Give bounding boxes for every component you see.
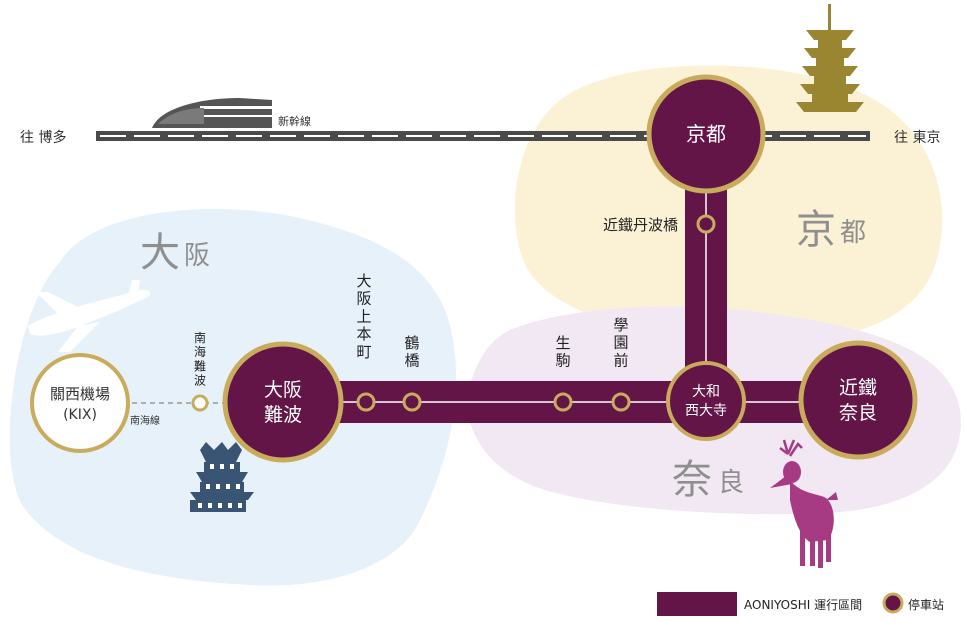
stop-label-kintetsu-tambabashi: 近鐵丹波橋: [603, 216, 678, 234]
station-label-kintetsu-nara-2: 奈良: [839, 402, 877, 424]
station-label-kintetsu-nara-1: 近鐵: [839, 377, 877, 399]
station-label-osaka-namba-1: 大阪: [264, 379, 302, 401]
station-label-yamato-saidaiji-2: 西大寺: [685, 403, 727, 419]
station-label-kyoto: 京都: [686, 122, 726, 146]
airplane-icon: [28, 280, 151, 352]
station-kintetsu-nara[interactable]: 近鐵 奈良: [798, 340, 918, 460]
station-kyoto[interactable]: 京都: [646, 74, 766, 194]
stop-ikoma[interactable]: [553, 392, 573, 412]
region-label-nara-small: 良: [718, 468, 744, 498]
shinkansen-west-label: 往 博多: [20, 129, 66, 146]
region-label-osaka-big: 大: [140, 230, 180, 276]
nankai-line-label: 南海線: [130, 414, 160, 427]
station-label-osaka-namba-2: 難波: [264, 404, 302, 426]
deer-icon: [770, 439, 838, 568]
stop-gakuemmae[interactable]: [611, 392, 631, 412]
station-yamato-saidaiji[interactable]: 大和 西大寺: [666, 361, 746, 441]
legend-route-label: AONIYOSHI 運行區間: [744, 598, 862, 612]
stop-label-tsuruhashi: 鶴橋: [404, 334, 419, 370]
legend-stop-swatch: [882, 592, 904, 614]
shinkansen-train-icon: [152, 98, 272, 128]
region-label-kyoto-big: 京: [796, 207, 836, 253]
shinkansen-east-label: 往 東京: [894, 130, 940, 146]
stop-label-ikoma: 生駒: [555, 334, 570, 370]
stop-tsuruhashi[interactable]: [402, 392, 422, 412]
airport-name: 關西機場: [50, 385, 110, 403]
airport-node[interactable]: 關西機場 (KIX): [30, 353, 130, 453]
station-osaka-namba[interactable]: 大阪 難波: [222, 341, 344, 463]
stop-nankai-namba[interactable]: [191, 394, 209, 412]
stop-label-gakuemmae: 學園前: [613, 316, 628, 369]
station-label-yamato-saidaiji-1: 大和: [692, 384, 720, 400]
shinkansen-line: [96, 131, 870, 141]
legend-route-swatch: [657, 592, 737, 616]
region-label-osaka-small: 阪: [184, 241, 210, 271]
region-label-kyoto-small: 都: [840, 218, 866, 248]
stop-kintetsu-tambabashi[interactable]: [696, 214, 716, 234]
legend-stop-label: 停車站: [908, 597, 944, 612]
stop-label-nankai-namba: 南海難波: [194, 330, 206, 388]
pagoda-icon: [796, 4, 864, 112]
legend: AONIYOSHI 運行區間 停車站: [657, 592, 944, 616]
osaka-castle-icon: [190, 442, 254, 512]
region-label-nara-big: 奈: [672, 457, 712, 503]
stop-osaka-uehommachi[interactable]: [356, 392, 376, 412]
stop-label-osaka-uehommachi: 大阪上本町: [356, 272, 371, 361]
shinkansen-label: 新幹線: [278, 114, 311, 128]
airport-code: (KIX): [63, 407, 97, 423]
